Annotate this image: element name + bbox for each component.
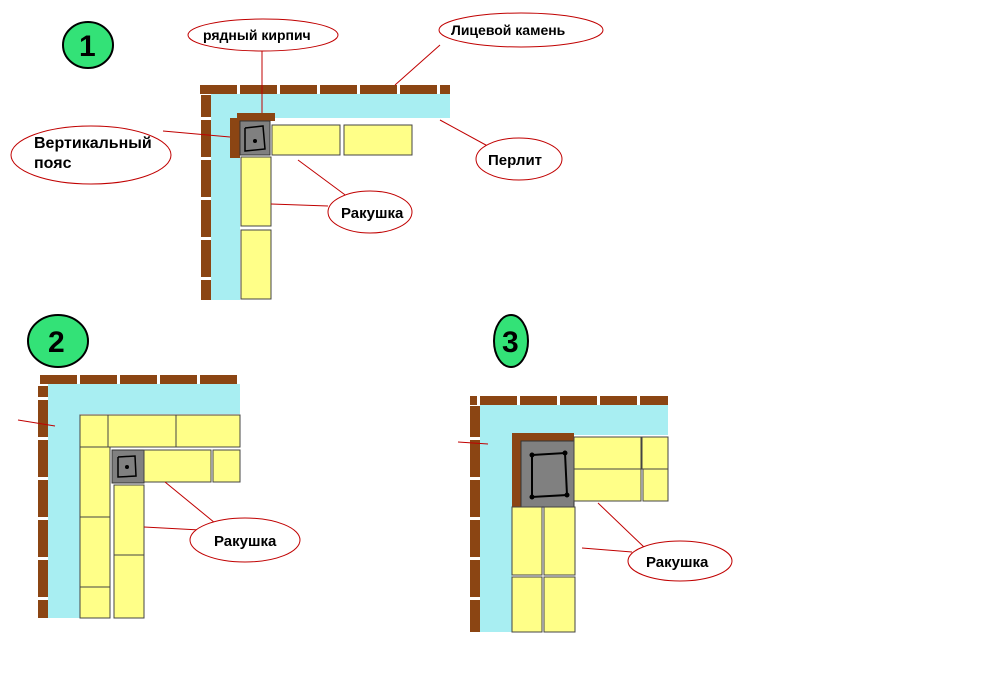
leader-line [394,44,441,86]
shell-block [343,124,413,156]
perlite-left [48,384,80,618]
shell-block [573,436,642,470]
rebar-dot [253,139,257,143]
rebar-dot [564,492,570,498]
leader-line [581,547,633,553]
svg-text:Ракушка: Ракушка [214,533,277,550]
shell-block [271,124,341,156]
shell-block [240,229,272,300]
leader-line [162,130,231,138]
svg-text:Перлит: Перлит [488,152,542,169]
badge-2: 2 [27,314,89,368]
face-stone-top [470,396,668,405]
shell-block [212,449,241,483]
badge-number: 2 [48,326,65,359]
shell-block [511,506,543,576]
shell-block [240,156,272,227]
row-brick-top [512,433,574,441]
perlite-left [480,405,512,632]
corner-diagram-3: 3 Ракушка [457,314,733,633]
face-stone-left [470,406,480,632]
row-brick-side [512,441,521,507]
callout-vertical-belt: Вертикальный пояс [10,125,172,185]
badge-1: 1 [62,21,114,69]
shell-block [107,414,177,448]
row-brick-side [230,118,240,158]
corner-diagram-1: 1 рядный кирпич Лицевой [10,12,604,300]
face-stone-top [38,375,240,384]
callout-shell: Ракушка [189,517,301,563]
shell-block [642,468,669,502]
face-stone-left [201,95,211,300]
shell-block [113,484,145,556]
corner-diagram-2: 2 Ракушка [17,314,301,619]
callout-shell: Ракушка [327,190,413,234]
leader-line [17,419,56,427]
rebar-dot [529,452,535,458]
rebar-outline [244,125,266,152]
svg-text:Лицевой камень: Лицевой камень [451,22,566,38]
shell-block [573,468,642,502]
leader-line [439,119,496,151]
shell-block [543,506,576,576]
shell-block [113,554,145,619]
shell-block [79,516,111,588]
svg-text:Вертикальный: Вертикальный [34,135,152,152]
leader-line [143,526,201,531]
shell-block [511,576,543,633]
callout-row-brick: рядный кирпич [187,18,339,52]
shell-block [143,449,212,483]
callout-shell: Ракушка [627,540,733,582]
rebar-dot [125,465,129,469]
leader-line [270,203,329,207]
shell-block [175,414,241,448]
callout-perlite: Перлит [475,137,563,181]
shell-block [543,576,576,633]
callout-face-stone: Лицевой камень [438,12,604,48]
svg-text:пояс: пояс [34,155,72,172]
leader-line [597,502,646,549]
svg-text:рядный кирпич: рядный кирпич [203,27,311,43]
svg-text:Ракушка: Ракушка [341,205,404,222]
shell-block [641,436,669,470]
badge-3: 3 [493,314,529,368]
face-stone-left [38,386,48,618]
rebar-outline [117,455,137,478]
badge-number: 3 [502,326,519,359]
face-stone-top [200,85,450,94]
shell-block [79,446,111,518]
leader-line [297,159,353,201]
badge-number: 1 [79,30,96,63]
leader-line [457,441,489,445]
row-brick-top [237,113,275,121]
leader-line [164,481,216,524]
rebar-dot [562,450,568,456]
svg-text:Ракушка: Ракушка [646,554,709,571]
shell-block [79,414,109,448]
shell-block [79,586,111,619]
rebar-dot [529,494,535,500]
